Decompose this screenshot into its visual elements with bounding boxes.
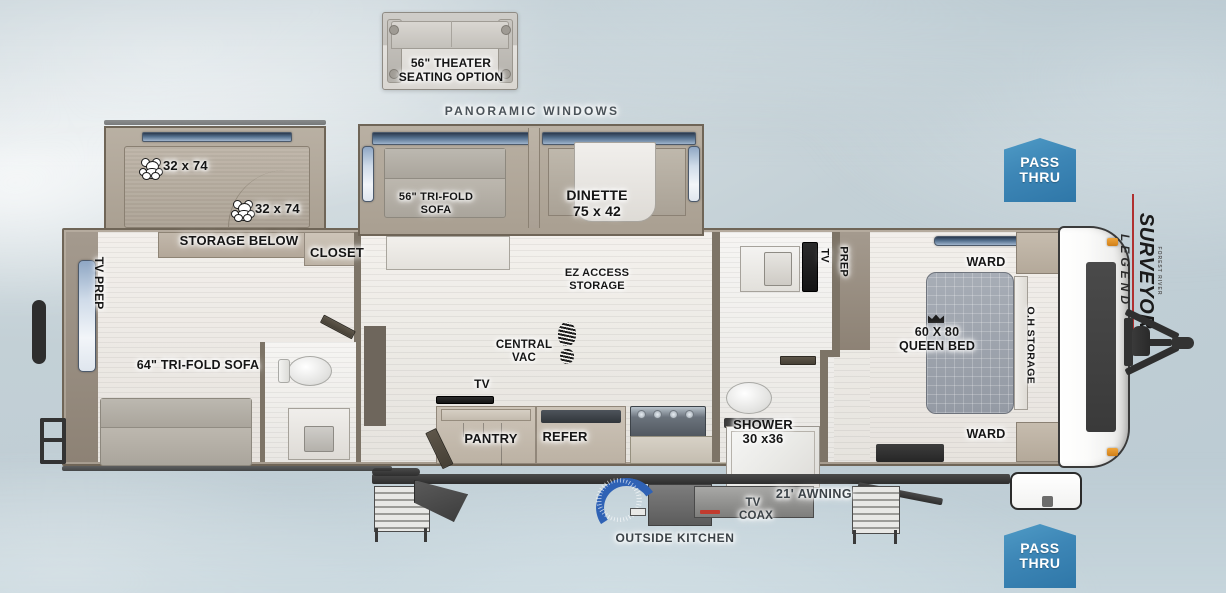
front-cap-marker-light-top (1107, 238, 1118, 246)
pantry-countertop (441, 409, 531, 421)
entry-step-leg-right-b (894, 530, 897, 544)
bedroom-floor-step (876, 444, 944, 462)
propane-tank (1132, 326, 1150, 356)
rear-undercarriage-rail (62, 466, 392, 471)
front-bath-towel-bar (724, 418, 774, 428)
bed-side-nightstand (1014, 276, 1028, 410)
pass-thru-bottom-line2: THRU (1019, 555, 1061, 571)
front-bath-wall-jog (820, 350, 840, 357)
rear-toilet-bowl (288, 356, 332, 386)
pass-thru-top-line1: PASS (1020, 154, 1060, 171)
living-room-tv (436, 396, 494, 404)
pass-thru-door-latch[interactable] (1042, 496, 1053, 507)
front-bath-medicine-cabinet (764, 252, 792, 286)
tri-fold-sofa-56-backrest (385, 149, 505, 179)
spare-tire-carrier (32, 300, 46, 364)
bumper-rail-bottom (40, 460, 66, 464)
pantry-seam-2 (483, 423, 484, 437)
tri-fold-sofa-64-base (100, 398, 252, 466)
front-bath-wall-upper (832, 232, 840, 352)
trailer-body-outline: EXT (62, 228, 1090, 488)
panoramic-slide-out (358, 124, 704, 236)
pantry-seam-3 (501, 423, 502, 465)
pass-thru-badge-bottom[interactable]: PASS THRU (1004, 524, 1076, 588)
bunk-upper-bear-icon (139, 158, 163, 180)
bedroom-tv-prep-panel (840, 232, 870, 350)
pass-thru-badge-top[interactable]: PASS THRU (1004, 138, 1076, 202)
front-bath-wall-lower (820, 350, 828, 462)
cooktop-burner-2 (653, 410, 662, 419)
bumper-post-left (40, 418, 44, 464)
cooktop-burner-1 (637, 410, 646, 419)
panoramic-slide-center-post (528, 128, 540, 228)
refrigerator (536, 406, 626, 464)
cooktop-burner-3 (669, 410, 678, 419)
closet-cabinet (304, 232, 360, 266)
rear-toilet-tank (278, 359, 290, 383)
pass-thru-top-line2: THRU (1019, 169, 1061, 185)
bunk-lower-bear-icon (231, 200, 255, 222)
hose-spigot (630, 508, 646, 516)
central-vac-footprint-icon (558, 322, 576, 364)
bedroom-tv (802, 242, 818, 292)
mid-divider-wall (712, 232, 720, 462)
living-room-wall-pocket (364, 326, 386, 426)
dinette-table (574, 142, 656, 222)
pantry-cabinet (436, 406, 536, 465)
tongue-jack (1124, 318, 1133, 366)
rear-wall-tv-prep-panel (66, 232, 98, 462)
bunk-slide-out (104, 126, 326, 236)
a-frame-hitch (1124, 300, 1194, 384)
slide-side-window-right (688, 146, 700, 202)
theater-cupholder-upper-right (501, 25, 511, 35)
outside-kitchen-handle (700, 510, 720, 514)
theater-seating-option-callout[interactable]: 56" THEATER SEATING OPTION (382, 12, 518, 90)
bumper-post-right (62, 418, 66, 464)
panoramic-windows-label: PANORAMIC WINDOWS (444, 104, 620, 118)
queen-bed-crown-icon (928, 314, 944, 323)
rear-window (78, 260, 96, 372)
entry-step-leg-left-a (375, 528, 378, 542)
awning-rail (372, 474, 1010, 484)
theater-cupholder-right (501, 69, 511, 79)
front-toilet-bowl (726, 382, 772, 414)
pass-thru-bottom-line1: PASS (1020, 540, 1060, 557)
rear-bumper-assembly (40, 418, 66, 464)
theater-seat-backrest (391, 21, 509, 49)
slide-side-window-left (362, 146, 374, 202)
panoramic-window-left (372, 132, 530, 145)
bumper-rail-mid (40, 438, 66, 442)
entry-step-leg-right-a (853, 530, 856, 544)
pass-thru-storage-door[interactable] (1010, 472, 1082, 510)
bunk-room-divider-wall (354, 232, 361, 462)
bunk-slide-window (142, 132, 292, 142)
theater-seat-seam (451, 21, 452, 47)
bumper-rail-top (40, 418, 66, 422)
front-bathroom-door[interactable] (780, 356, 816, 365)
entry-step-leg-left-b (424, 528, 427, 542)
theater-cupholder-upper-left (389, 25, 399, 35)
hitch-coupler (1172, 337, 1194, 349)
front-cap-marker-light-bottom (1107, 448, 1118, 456)
bunk-slide-top-rail (104, 120, 326, 125)
refrigerator-top-panel (541, 410, 621, 423)
tri-fold-sofa-64-backrest (101, 399, 251, 428)
cooktop-burner-4 (685, 410, 694, 419)
theater-cupholder-left (389, 69, 399, 79)
tri-fold-sofa-56 (384, 148, 506, 218)
entry-steps-right (852, 486, 900, 534)
pantry-seam-1 (463, 423, 464, 437)
awning-arm-left (372, 468, 420, 476)
front-cap: FOREST RIVER SURVEYOR LEGEND (1058, 194, 1162, 468)
tri-fold-sofa-56-seat-extension (386, 236, 510, 270)
front-cap-graphic-panel (1086, 262, 1116, 432)
rear-vanity-sink (304, 426, 334, 452)
rear-bathroom-wall (260, 342, 265, 462)
queen-bed-mattress (926, 272, 1014, 414)
